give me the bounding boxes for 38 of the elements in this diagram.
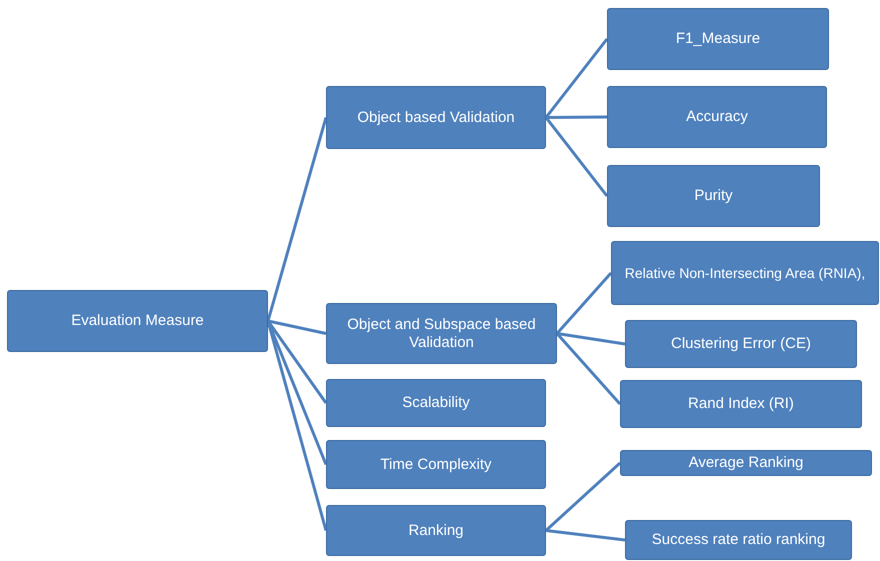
box-label: Evaluation Measure: [71, 312, 204, 330]
process-box: [326, 440, 546, 489]
box-label: Time Complexity: [380, 456, 492, 474]
connector-line: [544, 38, 608, 118]
box-label: Relative Non-Intersecting Area (RNIA),: [624, 264, 866, 282]
box-label: Purity: [694, 187, 733, 205]
connector-line: [545, 462, 621, 532]
connector-line: [556, 332, 626, 346]
process-box: [607, 8, 829, 70]
process-box: [620, 450, 872, 476]
process-box: [607, 86, 827, 148]
connector-line: [268, 320, 326, 335]
box-label: Ranking: [408, 522, 464, 540]
process-box: [326, 303, 557, 364]
process-box: [7, 290, 268, 352]
connector-line: [546, 116, 608, 119]
process-box: [326, 505, 546, 556]
box-label: Clustering Error (CE): [670, 335, 812, 353]
process-box: [625, 320, 857, 368]
connector-line: [544, 116, 608, 197]
box-label: Success rate ratio ranking: [652, 531, 826, 549]
box-label: Scalability: [402, 394, 470, 412]
process-box: [326, 86, 546, 149]
box-label: Rand Index (RI): [688, 395, 794, 413]
connector-line: [266, 117, 328, 322]
process-box: [620, 380, 862, 428]
box-label: F1_Measure: [676, 30, 760, 48]
box-label: Accuracy: [686, 108, 748, 126]
process-box: [625, 520, 852, 560]
connector-line: [556, 332, 622, 405]
box-label: Object and Subspace based Validation: [346, 316, 537, 352]
process-box: [611, 241, 879, 305]
process-box: [326, 379, 546, 427]
process-box: [607, 165, 820, 227]
box-label: Average Ranking: [688, 454, 804, 472]
box-label: Object based Validation: [357, 108, 515, 126]
connector-line: [546, 529, 626, 542]
connector-line: [556, 272, 612, 334]
